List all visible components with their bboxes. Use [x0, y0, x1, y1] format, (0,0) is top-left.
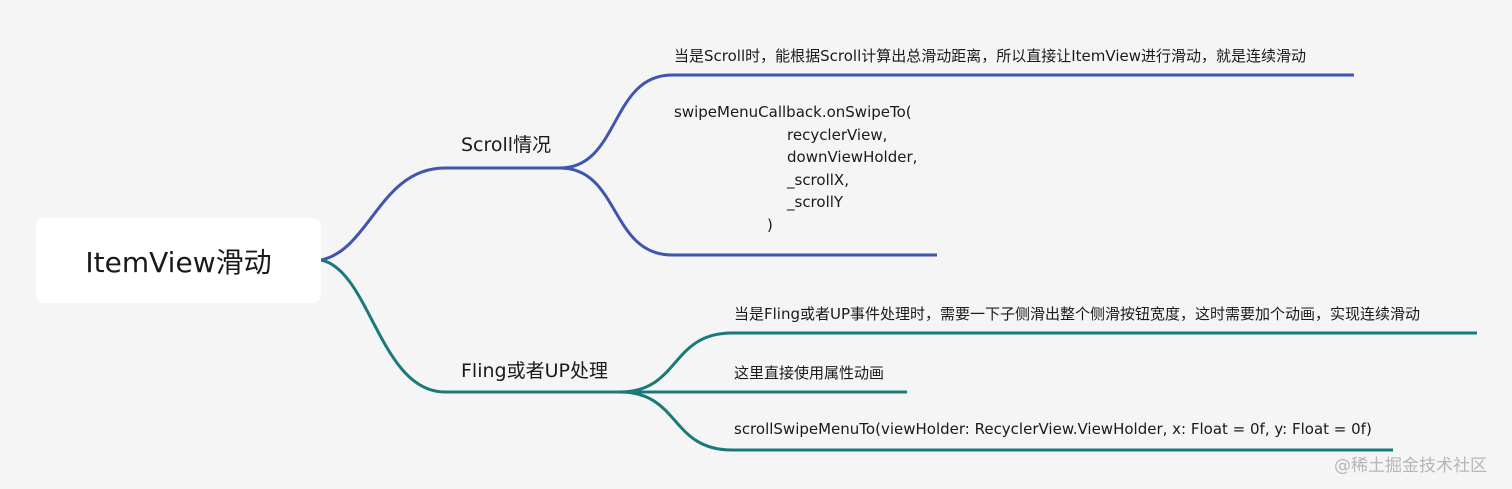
root-label: ItemView滑动	[85, 245, 272, 279]
code-line: downViewHolder,	[787, 148, 918, 166]
fling-leaf-method[interactable]: scrollSwipeMenuTo(viewHolder: RecyclerVi…	[734, 420, 1372, 438]
code-line: _scrollX,	[787, 170, 849, 189]
root-node[interactable]: ItemView滑动	[36, 218, 321, 303]
branch-scroll[interactable]: Scroll情况	[461, 134, 552, 156]
code-line: swipeMenuCallback.onSwipeTo(	[674, 103, 912, 121]
fling-leaf-animation[interactable]: 这里直接使用属性动画	[734, 364, 885, 382]
connector-scroll-leaf-2	[559, 166, 937, 257]
connector-root-scroll	[320, 166, 560, 262]
scroll-leaf-description[interactable]: 当是Scroll时，能根据Scroll计算出总滑动距离，所以直接让ItemVie…	[674, 47, 1306, 65]
branch-fling[interactable]: Fling或者UP处理	[461, 360, 608, 382]
watermark: @稀土掘金技术社区	[1334, 456, 1487, 476]
code-line: _scrollY	[787, 193, 844, 211]
fling-leaf-description[interactable]: 当是Fling或者UP事件处理时，需要一下子侧滑出整个侧滑按钮宽度，这时需要加个…	[734, 305, 1421, 323]
connector-root-fling	[320, 258, 620, 394]
connector-fling-leaf-3	[619, 390, 1393, 452]
connector-scroll-leaf-1	[559, 73, 1354, 170]
code-line: recyclerView,	[787, 125, 888, 144]
scroll-leaf-code[interactable]: swipeMenuCallback.onSwipeTo( recyclerVie…	[674, 101, 917, 236]
code-line: )	[767, 215, 773, 234]
connector-fling-leaf-1	[619, 331, 1477, 394]
